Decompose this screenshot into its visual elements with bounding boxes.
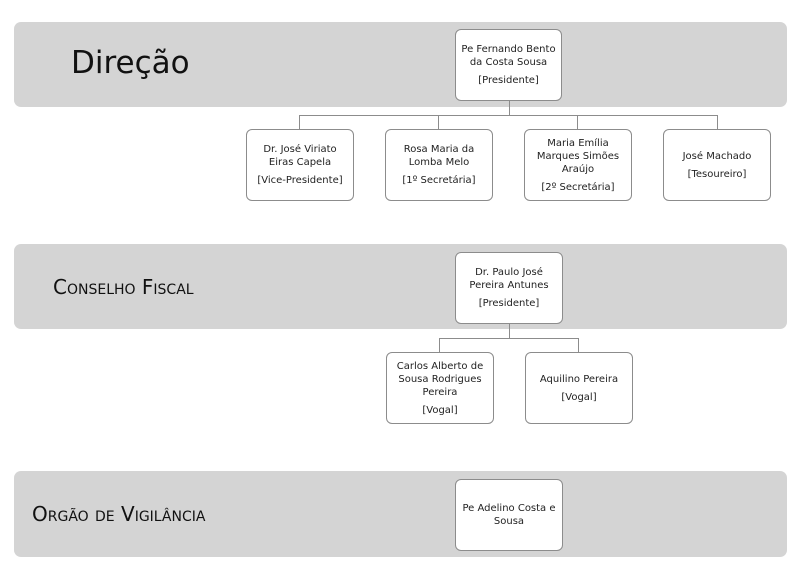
conselho-fiscal-band [14, 244, 787, 329]
person-role: [Tesoureiro] [687, 168, 747, 180]
person-role: [Presidente] [478, 75, 539, 86]
person-role: [Vice-Presidente] [257, 175, 343, 186]
orgao-vigilancia-title: Orgão de Vigilância [32, 502, 206, 526]
person-name: Dr. José Viriato Eiras Capela [263, 144, 337, 168]
person-role: [1º Secretária] [402, 175, 476, 186]
fiscal-vogal-card: Carlos Alberto de Sousa Rodrigues Pereir… [386, 352, 494, 424]
person-role: [Vogal] [422, 404, 458, 416]
fiscal-vogal-card: Aquilino Pereira [Vogal] [525, 352, 633, 424]
person-name: Aquilino Pereira [539, 373, 619, 385]
person-name: Pe Adelino Costa e Sousa [462, 503, 556, 527]
direcao-first-secretary-card: Rosa Maria da Lomba Melo [1º Secretária] [385, 129, 493, 201]
person-name: Dr. Paulo José Pereira Antunes [469, 267, 549, 291]
direcao-title: Direção [71, 45, 190, 81]
direcao-president-card: Pe Fernando Bento da Costa Sousa [Presid… [455, 29, 562, 101]
fiscal-president-card: Dr. Paulo José Pereira Antunes [Presiden… [455, 252, 563, 324]
direcao-treasurer-card: José Machado [Tesoureiro] [663, 129, 771, 201]
person-name: Pe Fernando Bento da Costa Sousa [461, 44, 556, 68]
person-name: Rosa Maria da Lomba Melo [403, 144, 475, 168]
person-name: Carlos Alberto de Sousa Rodrigues Pereir… [396, 360, 484, 398]
person-role: [Presidente] [478, 298, 540, 309]
direcao-vice-president-card: Dr. José Viriato Eiras Capela [Vice-Pres… [246, 129, 354, 201]
person-role: [2º Secretária] [541, 181, 615, 193]
conselho-fiscal-title: Conselho Fiscal [53, 275, 194, 299]
person-role: [Vogal] [561, 391, 597, 403]
person-name: Maria Emília Marques Simões Araújo [536, 137, 620, 175]
direcao-band [14, 22, 787, 107]
orgao-vigilancia-band [14, 471, 787, 557]
person-name: José Machado [682, 150, 752, 162]
direcao-second-secretary-card: Maria Emília Marques Simões Araújo [2º S… [524, 129, 632, 201]
vigilancia-member-card: Pe Adelino Costa e Sousa [455, 479, 563, 551]
